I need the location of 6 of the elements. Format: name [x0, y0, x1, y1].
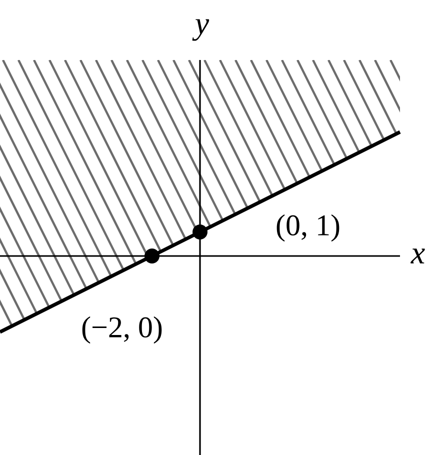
point-dot [192, 224, 208, 240]
point-dot [144, 248, 160, 264]
axis-label: x [410, 248, 425, 264]
point-label: (0, 1) [276, 214, 340, 242]
axis-label: y [192, 19, 210, 41]
point-label: (−2, 0) [82, 316, 162, 344]
